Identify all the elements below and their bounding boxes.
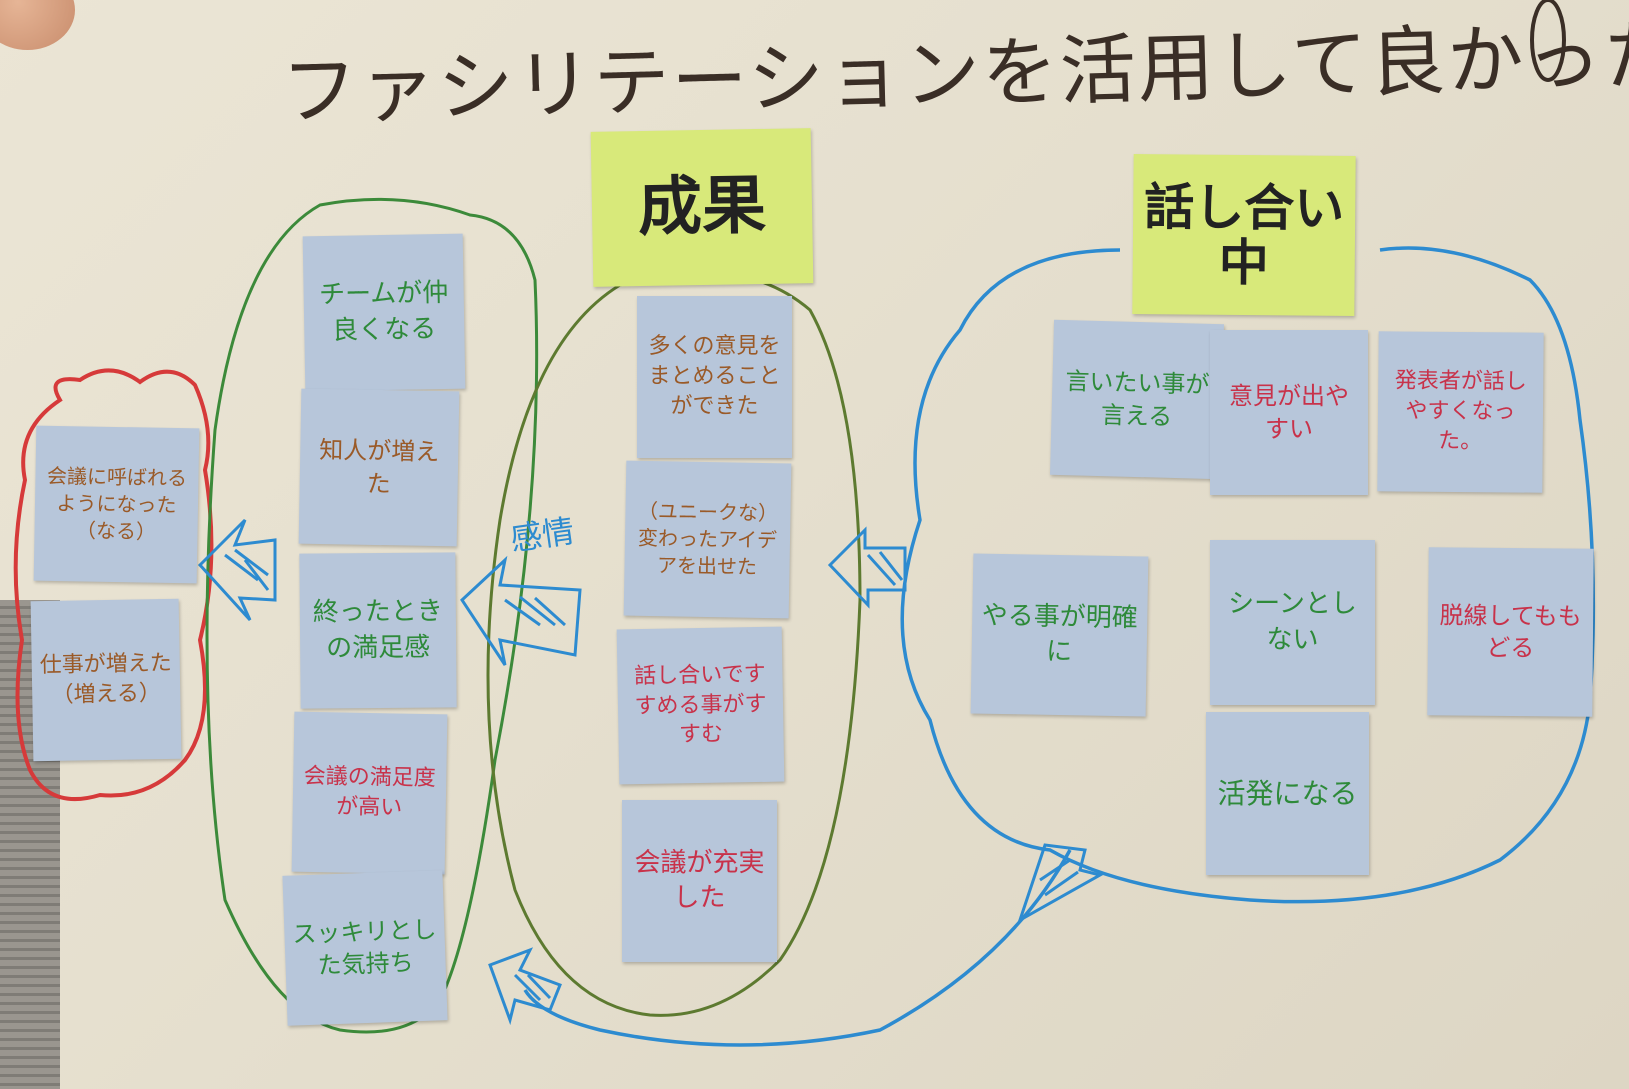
note-green-4: 会議の満足度が高い (291, 711, 448, 875)
arrow-green-to-red (197, 518, 277, 622)
blue-cloud (900, 246, 1596, 904)
arrow-results-to-green (460, 555, 582, 666)
note-green-5: スッキリとした気持ち (282, 870, 448, 1026)
note-results-1: 多くの意見をまとめることができた (637, 296, 792, 458)
arrow-bottom-up (1017, 843, 1105, 924)
blue-return-arc (523, 849, 1072, 1047)
note-green-3: 終ったときの満足感 (299, 552, 457, 709)
header-results-label: 成果 (637, 168, 767, 246)
note-discussion-7: 活発になる (1206, 712, 1369, 875)
emotion-label: 感情 (507, 511, 577, 559)
note-discussion-2: 意見が出やすい (1210, 330, 1368, 495)
note-results-3: 話し合いですすめる事がすすむ (616, 626, 785, 785)
arrow-discussion-to-results (827, 526, 907, 609)
note-discussion-4: やる事が明確に (970, 553, 1149, 717)
red-loop (13, 368, 214, 802)
note-discussion-5: シーンとしない (1210, 540, 1375, 705)
note-red-2: 仕事が増えた（増える） (30, 598, 182, 762)
note-green-1: チームが仲良くなる (302, 233, 466, 392)
note-results-4: 会議が充実した (622, 800, 777, 962)
note-green-2: 知人が増えた (298, 388, 460, 547)
note-red-1: 会議に呼ばれるようになった（なる） (33, 425, 200, 584)
note-discussion-1: 言いたい事が言える (1050, 319, 1224, 480)
olive-loop (486, 270, 862, 1017)
header-results: 成果 (590, 128, 814, 287)
note-discussion-6: 脱線してももどる (1427, 547, 1594, 717)
note-results-2: （ユニークな）変わったアイデアを出せた (623, 460, 792, 619)
arrow-bottom-left (488, 947, 562, 1026)
exclamation-circle (1530, 0, 1566, 82)
note-discussion-3: 発表者が話しやすくなった。 (1377, 331, 1544, 493)
header-discussion: 話し合い中 (1132, 154, 1356, 316)
header-discussion-label: 話し合い中 (1143, 177, 1345, 293)
